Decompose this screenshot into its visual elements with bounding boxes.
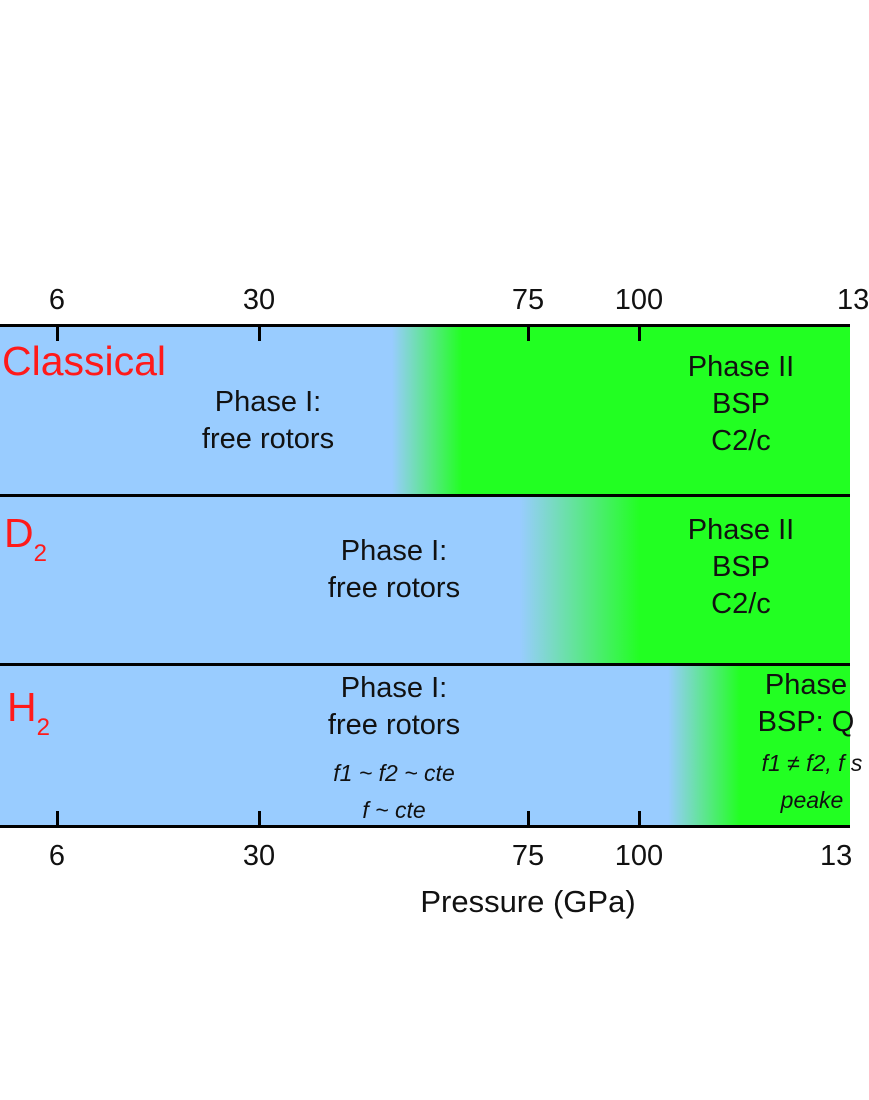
bottom-axis-line bbox=[0, 825, 850, 828]
bottom-tick bbox=[56, 811, 59, 825]
x-axis-title: Pressure (GPa) bbox=[420, 884, 636, 919]
bottom-tick-label: 100 bbox=[614, 840, 664, 872]
bottom-tick-label: 30 bbox=[242, 840, 276, 872]
band-h2: H2 Phase I: free rotors f1 ~ f2 ~ cte f … bbox=[0, 665, 862, 827]
top-tick bbox=[638, 327, 641, 341]
bottom-tick-label: 75 bbox=[511, 840, 545, 872]
phase-I-notes: f1 ~ f2 ~ cte f ~ cte bbox=[333, 760, 455, 823]
bottom-tick-label: 6 bbox=[48, 840, 66, 872]
phase-I-label: Phase I: free rotors bbox=[201, 386, 335, 455]
system-label-classical: Classical bbox=[2, 338, 167, 384]
band-d2-background bbox=[0, 495, 850, 665]
phase-I-label: Phase I: free rotors bbox=[327, 672, 461, 741]
top-tick bbox=[56, 327, 59, 341]
bottom-tick bbox=[527, 811, 530, 825]
separator-line bbox=[0, 663, 850, 666]
top-tick-label: 6 bbox=[48, 284, 66, 316]
top-tick-label: 30 bbox=[242, 284, 276, 316]
band-classical: Classical Phase I: free rotors Phase II … bbox=[0, 325, 850, 495]
top-tick-label: 75 bbox=[511, 284, 545, 316]
separator-line bbox=[0, 494, 850, 497]
top-tick bbox=[527, 327, 530, 341]
bottom-tick bbox=[638, 811, 641, 825]
phase-II-notes: f1 ≠ f2, f s peake bbox=[761, 750, 863, 813]
bottom-tick bbox=[258, 811, 261, 825]
phase-II-label: Phase II BSP C2/c bbox=[687, 514, 795, 620]
phase-II-label: Phase BSP: Q bbox=[757, 669, 855, 738]
phase-II-label: Phase II BSP C2/c bbox=[687, 351, 795, 457]
phase-I-label: Phase I: free rotors bbox=[327, 535, 461, 604]
top-tick-label: 13 bbox=[837, 284, 869, 316]
phase-diagram: Classical Phase I: free rotors Phase II … bbox=[0, 284, 869, 919]
system-label-d2: D2 bbox=[4, 510, 47, 567]
band-d2: D2 Phase I: free rotors Phase II BSP C2/… bbox=[0, 495, 850, 665]
system-label-h2: H2 bbox=[7, 684, 50, 741]
top-tick bbox=[258, 327, 261, 341]
bottom-tick-label: 13 bbox=[820, 840, 853, 872]
band-h2-background bbox=[0, 665, 850, 827]
top-tick-label: 100 bbox=[614, 284, 664, 316]
band-classical-background bbox=[0, 325, 850, 495]
top-axis-line bbox=[0, 324, 850, 327]
